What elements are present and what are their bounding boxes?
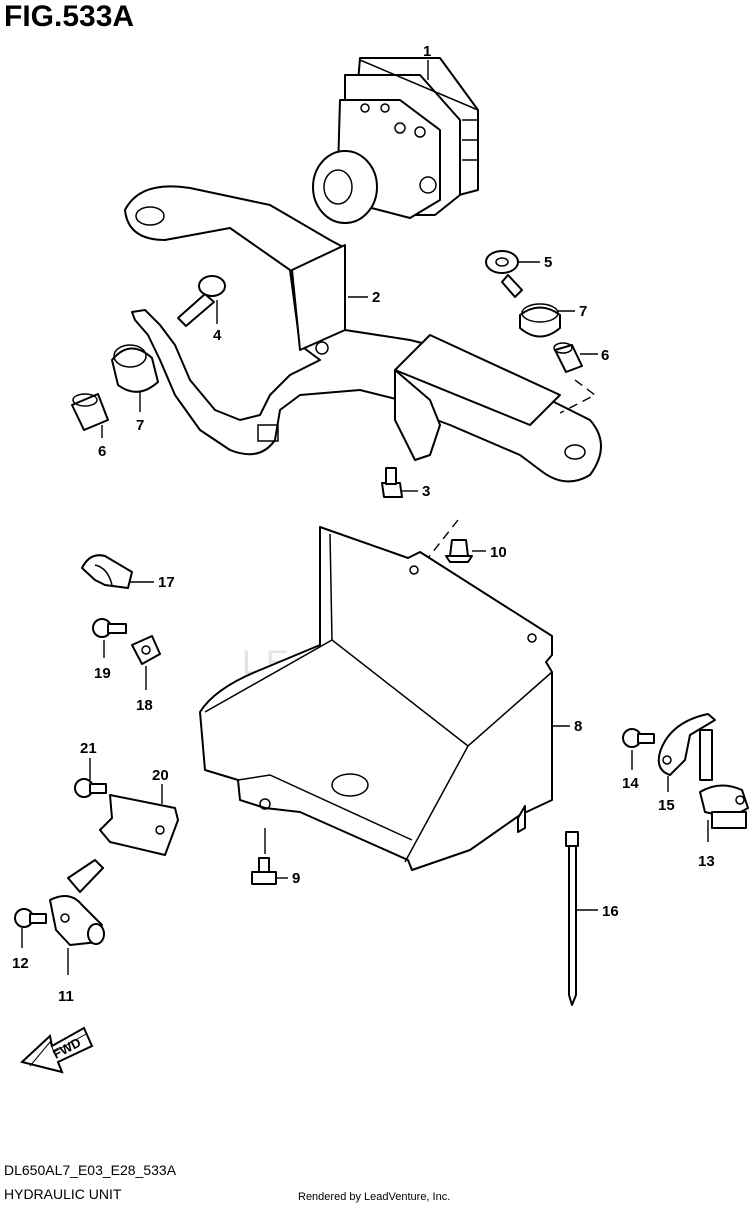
dashed-line-10 [427,519,459,559]
part-16-cable-tie[interactable] [565,831,579,1006]
callout-15: 15 [658,797,675,814]
callout-11: 11 [58,988,74,1005]
callout-10: 10 [490,544,507,561]
callout-18: 18 [136,697,153,714]
part-13-sensor[interactable] [699,729,749,829]
callout-7-right: 7 [579,303,587,320]
part-3-bolt[interactable] [381,467,403,498]
part-18-clip-nut[interactable] [131,635,161,665]
callout-1: 1 [423,43,431,60]
figure-code: DL650AL7_E03_E28_533A [4,1162,177,1178]
part-14-bolt[interactable] [622,728,655,748]
part-20-bracket[interactable] [99,794,179,856]
callout-5: 5 [544,254,552,271]
callout-7-left: 7 [136,417,144,434]
callout-14: 14 [622,775,639,792]
callout-17: 17 [158,574,175,591]
part-15-bracket[interactable] [657,713,716,776]
callout-19: 19 [94,665,111,682]
part-7-grommet-right[interactable] [519,303,561,338]
rendered-by-credit: Rendered by LeadVenture, Inc. [298,1191,451,1203]
callout-12: 12 [12,955,29,972]
callout-21: 21 [80,740,97,757]
part-9-bolt[interactable] [251,857,277,885]
callout-6-right: 6 [601,347,609,364]
callout-6-left: 6 [98,443,106,460]
callout-13: 13 [698,853,715,870]
callout-8: 8 [574,718,582,735]
part-12-bolt[interactable] [14,908,47,928]
callout-16: 16 [602,903,619,920]
part-21-bolt[interactable] [74,778,107,798]
part-4-bolt[interactable] [177,275,226,327]
callout-4: 4 [213,327,222,344]
fwd-arrow-icon: FWD [19,1026,94,1074]
part-2-bracket[interactable] [124,185,602,483]
callout-20: 20 [152,767,169,784]
part-5-bolt[interactable] [485,250,523,298]
figure-title: FIG.533A [4,0,135,33]
dashed-line-6-right [559,379,597,414]
callout-9: 9 [292,870,300,887]
part-10-clip[interactable] [445,539,473,563]
part-19-bolt[interactable] [92,618,127,638]
part-17-clamp[interactable] [81,554,133,589]
part-7-grommet-left[interactable] [111,344,159,393]
callout-2: 2 [372,289,380,306]
part-6-collar-left[interactable] [71,393,109,431]
part-1-hydraulic-unit[interactable] [312,57,479,224]
part-11-sensor[interactable] [49,859,105,946]
part-6-collar-right[interactable] [553,342,583,373]
callout-3: 3 [422,483,430,500]
part-8-cover[interactable] [199,526,553,871]
figure-name: HYDRAULIC UNIT [4,1186,122,1202]
